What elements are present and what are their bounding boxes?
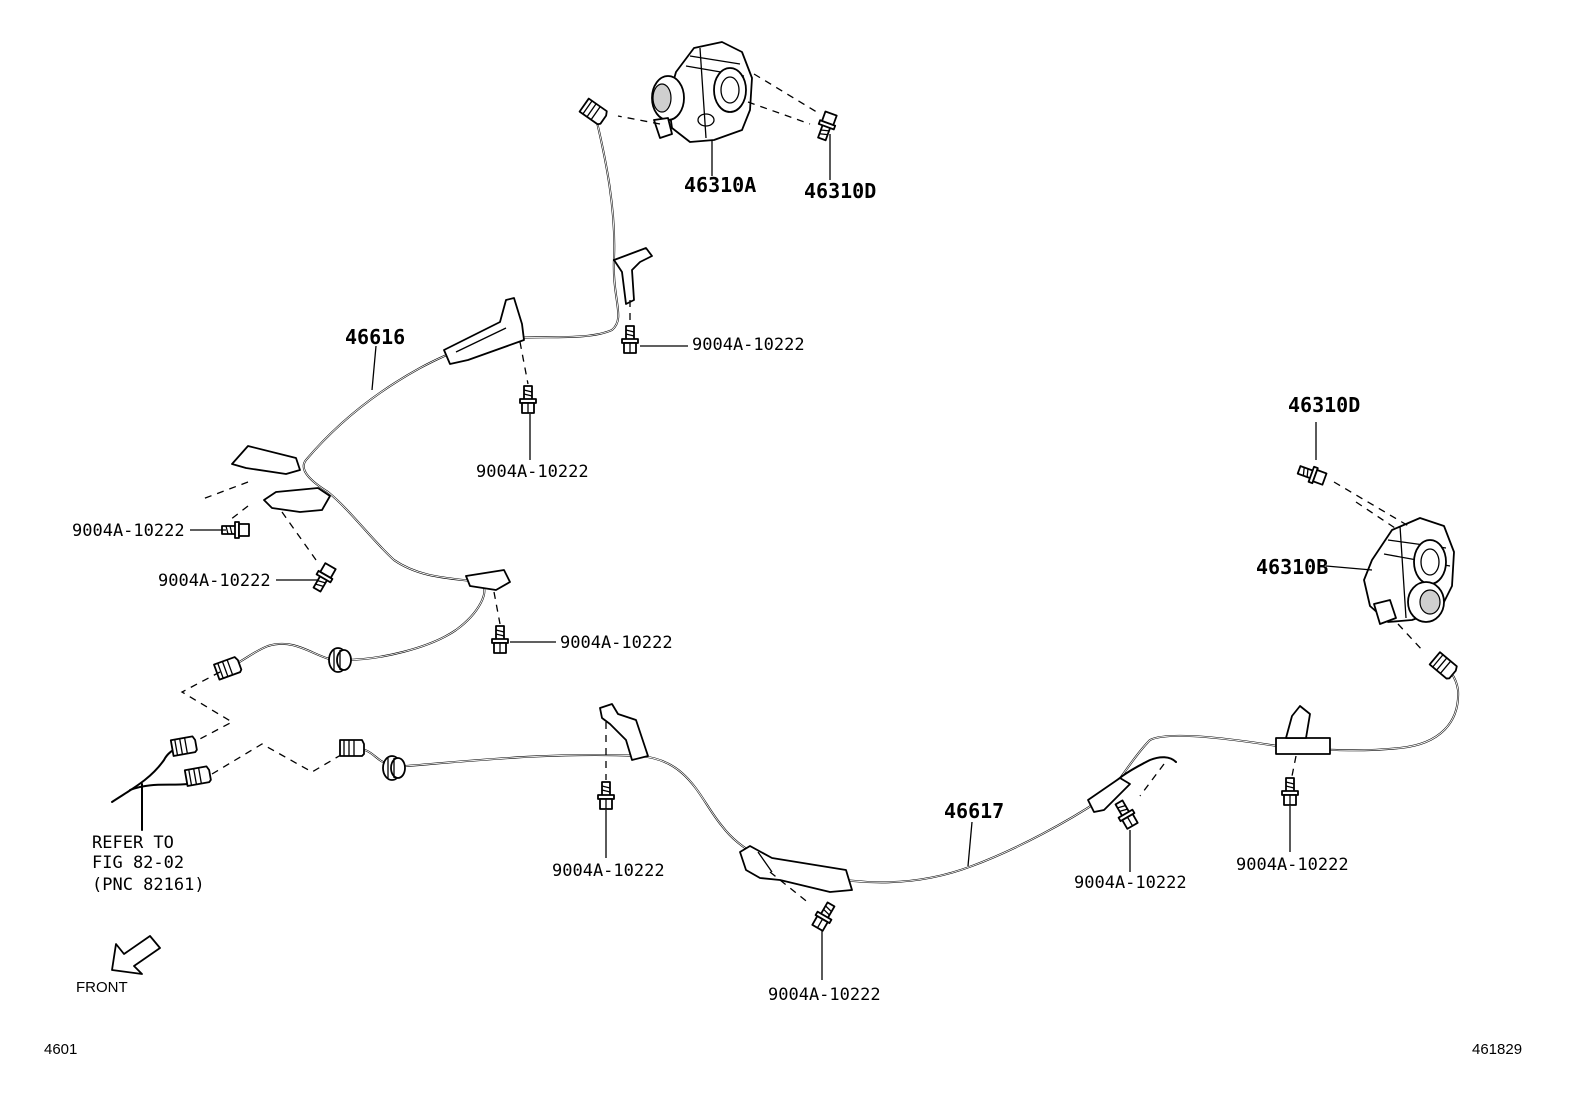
bracket-46617-1	[599, 703, 649, 761]
grommet-46616-icon	[328, 647, 352, 673]
label-bolt-5: 9004A-10222	[560, 633, 673, 653]
bolt-46310d-right-icon	[1295, 461, 1329, 488]
bracket-46617-4	[1275, 737, 1331, 755]
label-46310b: 46310B	[1256, 555, 1328, 579]
label-bolt-2: 9004A-10222	[476, 462, 589, 482]
page-code: 4601	[44, 1041, 77, 1058]
bracket-46616-left	[231, 445, 301, 475]
actuator-a-motor-icon	[651, 41, 753, 143]
bolt-5-icon	[491, 625, 509, 654]
label-bolt-9: 9004A-10222	[1236, 855, 1349, 875]
actuator-b-motor-icon	[1363, 517, 1455, 625]
harness-connector-2-icon	[183, 765, 213, 787]
harness-connector-1-icon	[169, 735, 199, 757]
label-46310d-right: 46310D	[1288, 393, 1360, 417]
bolt-6-icon	[597, 781, 615, 810]
bracket-46617-3	[1087, 777, 1131, 813]
label-bolt-1: 9004A-10222	[692, 335, 805, 355]
label-46616: 46616	[345, 325, 405, 349]
connector-46616-end-icon	[213, 655, 243, 681]
grommet-46617-icon	[382, 755, 406, 781]
label-46310a: 46310A	[684, 173, 756, 197]
label-bolt-8: 9004A-10222	[1074, 873, 1187, 893]
label-bolt-7: 9004A-10222	[768, 985, 881, 1005]
bracket-46616-lower	[263, 487, 331, 513]
refer-note-line-3: (PNC 82161)	[92, 875, 205, 895]
bracket-46617-2	[739, 845, 853, 893]
bracket-46616-mid	[443, 297, 525, 365]
refer-note-line-1: REFER TO	[92, 833, 174, 853]
label-bolt-3: 9004A-10222	[72, 521, 185, 541]
bolt-9-icon	[1281, 777, 1299, 806]
front-label: FRONT	[76, 979, 128, 996]
bolt-4-icon	[309, 561, 339, 595]
connector-46617-top-icon	[1428, 651, 1460, 681]
label-46617: 46617	[944, 799, 1004, 823]
front-arrow-icon	[111, 935, 161, 975]
bolt-1-icon	[621, 325, 639, 354]
connector-46617-end-icon	[339, 739, 365, 757]
refer-note-line-2: FIG 82-02	[92, 853, 184, 873]
bracket-46616-top	[613, 247, 653, 305]
label-46310d-top: 46310D	[804, 179, 876, 203]
harness-refer	[111, 745, 189, 831]
bolt-46310d-top-icon	[813, 109, 840, 143]
cable-46616	[225, 117, 620, 669]
figure-id: 461829	[1472, 1041, 1522, 1058]
label-bolt-4: 9004A-10222	[158, 571, 271, 591]
bolt-7-icon	[809, 899, 839, 933]
connector-46616-top-icon	[578, 97, 610, 127]
bracket-46616-clip	[465, 569, 511, 591]
label-bolt-6: 9004A-10222	[552, 861, 665, 881]
bolt-2-icon	[519, 385, 537, 414]
bolt-8-icon	[1111, 797, 1141, 831]
bolt-3-icon	[221, 521, 250, 539]
bracket-46617-5	[1285, 705, 1311, 739]
